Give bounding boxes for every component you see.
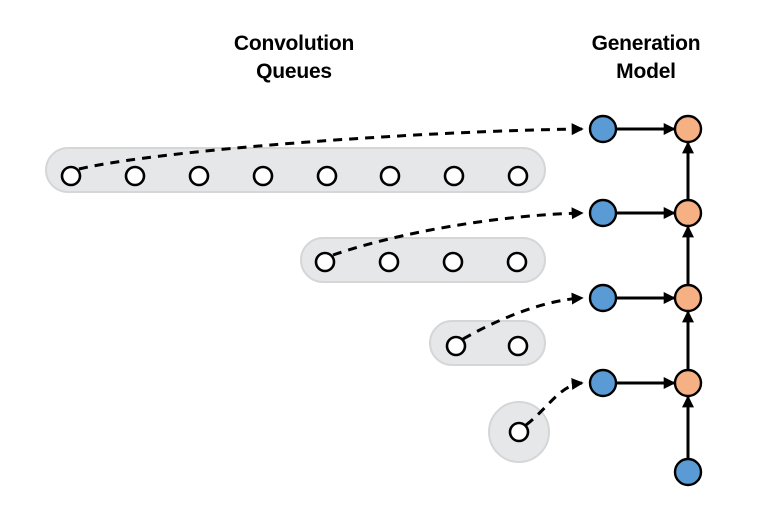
gen-orange-node-4 bbox=[673, 368, 703, 398]
queue-3-node-1 bbox=[445, 335, 467, 357]
queue-1-node-2 bbox=[124, 165, 146, 187]
dashed-link-3 bbox=[462, 292, 584, 341]
dashed-link-1 bbox=[78, 123, 584, 171]
gen-seed-node bbox=[673, 457, 703, 487]
queue-4-node-1 bbox=[508, 421, 530, 443]
queue-3-node-2 bbox=[507, 335, 529, 357]
convolution-queues-group bbox=[45, 147, 550, 463]
left-title-line1: Convolution bbox=[234, 32, 354, 55]
queue-2 bbox=[300, 237, 546, 283]
queue-1-node-8 bbox=[507, 165, 529, 187]
queue-1-node-7 bbox=[443, 165, 465, 187]
gen-orange-node-3 bbox=[673, 283, 703, 313]
queue-2-node-2 bbox=[378, 251, 400, 273]
generation-nodes-group bbox=[588, 114, 703, 487]
queue-1-node-3 bbox=[188, 165, 210, 187]
queue-1-node-1 bbox=[60, 165, 82, 187]
gen-blue-node-3 bbox=[588, 283, 618, 313]
right-title: Generation Model bbox=[592, 32, 701, 83]
dashed-link-4 bbox=[525, 377, 584, 427]
queue-3 bbox=[429, 320, 546, 366]
left-title: Convolution Queues bbox=[234, 32, 354, 83]
queue-1-node-4 bbox=[252, 165, 274, 187]
gen-blue-node-4 bbox=[588, 368, 618, 398]
left-title-line2: Queues bbox=[256, 60, 332, 83]
queue-2-node-3 bbox=[442, 251, 464, 273]
queue-2-node-1 bbox=[314, 251, 336, 273]
queue-4 bbox=[488, 401, 550, 463]
queue-1-container bbox=[45, 147, 546, 193]
right-title-line2: Model bbox=[616, 60, 676, 83]
generation-edges-group bbox=[616, 123, 694, 459]
queue-2-container bbox=[300, 237, 546, 283]
dashed-links-group bbox=[78, 123, 584, 427]
gen-orange-node-2 bbox=[673, 198, 703, 228]
queue-1 bbox=[45, 147, 546, 193]
right-title-line1: Generation bbox=[592, 32, 701, 55]
gen-orange-node-1 bbox=[673, 114, 703, 144]
queue-1-node-5 bbox=[316, 165, 338, 187]
queue-1-node-6 bbox=[379, 165, 401, 187]
gen-blue-node-2 bbox=[588, 198, 618, 228]
queue-2-node-4 bbox=[506, 251, 528, 273]
gen-blue-node-1 bbox=[588, 114, 618, 144]
